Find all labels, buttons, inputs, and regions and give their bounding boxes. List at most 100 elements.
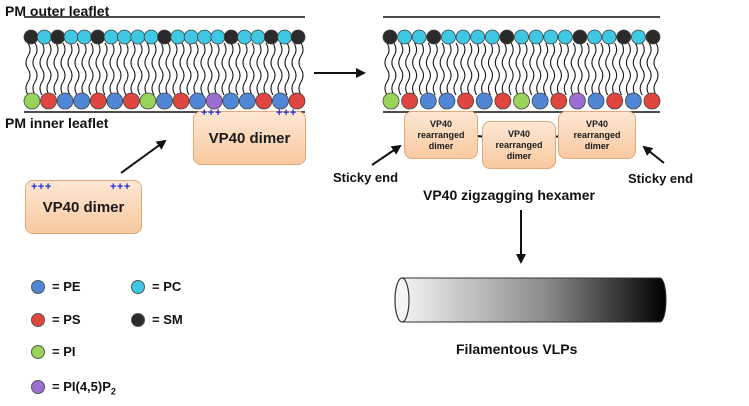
rearranged-dimer-2-label: VP40 rearranged dimer — [495, 128, 543, 161]
lipid-tail-outer — [32, 42, 38, 70]
lipid-head-pc — [587, 29, 602, 45]
lipid-tail-inner — [88, 68, 94, 96]
lipid-tail-inner — [570, 68, 576, 96]
lipid-head-pc — [455, 29, 471, 45]
lipid-tail-inner — [494, 68, 500, 96]
label-hexamer: VP40 zigzagging hexamer — [423, 187, 595, 203]
lipid-head-ps — [494, 92, 512, 110]
lipid-tail-outer — [612, 42, 618, 70]
lipid-tail-outer — [439, 42, 445, 70]
lipid-tail-inner — [536, 68, 542, 96]
lipid-tail-inner — [67, 68, 73, 96]
lipid-head-pc — [397, 29, 413, 45]
lipid-head-pc — [63, 29, 79, 45]
lipid-tail-outer — [584, 42, 590, 70]
lipid-tail-outer — [605, 42, 611, 70]
rearranged-dimer-3-label: VP40 rearranged dimer — [573, 118, 621, 151]
lipid-head-pe — [624, 92, 642, 110]
lipid-head-pc — [411, 29, 427, 45]
lipid-tail-inner — [474, 68, 480, 96]
lipid-tail-outer — [501, 42, 507, 70]
lipid-tail-outer — [193, 42, 199, 70]
lipid-tail-outer — [228, 42, 234, 70]
lipid-tail-inner — [228, 68, 234, 96]
lipid-head-pe — [587, 92, 605, 110]
lipid-tail-inner — [123, 68, 129, 96]
label-vlps: Filamentous VLPs — [456, 341, 578, 357]
lipid-tail-inner — [151, 68, 157, 96]
lipid-head-pe — [419, 92, 437, 110]
lipid-tail-outer — [207, 42, 213, 70]
lipid-tail-outer — [158, 42, 164, 70]
lipid-tail-inner — [405, 68, 411, 96]
lipid-head-pip2 — [205, 92, 223, 110]
legend-sm-dot — [131, 313, 145, 327]
lipid-head-pc — [103, 29, 119, 45]
lipid-tail-inner — [74, 68, 80, 96]
lipid-tail-inner — [632, 68, 638, 96]
lipid-head-pc — [514, 29, 529, 45]
lipid-tail-outer — [144, 42, 150, 70]
legend-pip2-text: = PI(4,5)P — [52, 379, 111, 394]
lipid-tail-outer — [481, 42, 487, 70]
lipid-tail-outer — [432, 42, 438, 70]
lipid-head-pc — [250, 29, 266, 45]
lipid-head-sm — [645, 29, 661, 45]
lipid-head-pc — [197, 29, 212, 45]
lipid-tail-inner — [109, 68, 115, 96]
lipid-tail-inner — [95, 68, 101, 96]
charge-membrane-dimer-right: +++ — [276, 107, 297, 119]
lipid-tail-outer — [412, 42, 418, 70]
lipid-tail-outer — [116, 42, 122, 70]
lipid-tail-outer — [474, 42, 480, 70]
lipid-head-pc — [601, 29, 617, 45]
lipid-head-sm — [382, 29, 398, 45]
lipid-tail-outer — [46, 42, 52, 70]
lipid-head-ps — [172, 92, 190, 110]
lipid-tail-inner — [487, 68, 494, 96]
lipid-tail-outer — [60, 42, 66, 70]
lipid-head-pe — [73, 92, 91, 110]
lipid-tail-outer — [618, 42, 625, 70]
lipid-head-pc — [470, 29, 486, 45]
lipid-tail-outer — [591, 42, 597, 70]
charge-free-dimer-left: +++ — [31, 181, 52, 193]
lipid-head-sm — [50, 29, 66, 45]
lipid-head-pi — [513, 92, 530, 110]
lipid-tail-inner — [398, 68, 404, 96]
lipid-tail-inner — [172, 68, 178, 96]
lipid-head-pe — [56, 92, 74, 110]
lipid-tail-outer — [425, 42, 431, 70]
lipid-tail-inner — [186, 68, 192, 96]
lipid-tail-inner — [25, 68, 31, 96]
legend-pip2-dot — [31, 380, 45, 394]
lipid-head-pe — [189, 92, 207, 110]
lipid-tail-outer — [563, 42, 569, 70]
lipid-tail-outer — [446, 42, 452, 70]
lipid-tail-outer — [256, 42, 262, 70]
lipid-tail-inner — [221, 68, 227, 96]
lipid-tail-outer — [453, 42, 459, 70]
lipid-head-pe — [475, 92, 493, 110]
lipid-tail-outer — [221, 42, 227, 70]
lipid-tail-outer — [39, 42, 45, 70]
lipid-tail-outer — [151, 42, 157, 70]
lipid-tail-outer — [242, 42, 248, 70]
lipid-tail-outer — [123, 42, 129, 70]
lipid-head-sm — [426, 29, 442, 45]
label-outer-leaflet: PM outer leaflet — [5, 3, 110, 19]
lipid-tail-outer — [74, 42, 80, 70]
lipid-tail-inner — [556, 68, 562, 96]
lipid-tail-inner — [646, 68, 652, 96]
lipid-head-pc — [630, 29, 646, 45]
lipid-tail-inner — [277, 68, 283, 96]
lipid-tail-outer — [549, 42, 556, 70]
legend-pip2-subscript: 2 — [110, 386, 116, 397]
lipid-tail-inner — [32, 68, 38, 96]
lipid-head-ps — [288, 92, 306, 110]
lipid-tail-outer — [165, 42, 171, 70]
lipid-tail-outer — [625, 42, 631, 70]
lipid-tail-outer — [598, 42, 604, 70]
